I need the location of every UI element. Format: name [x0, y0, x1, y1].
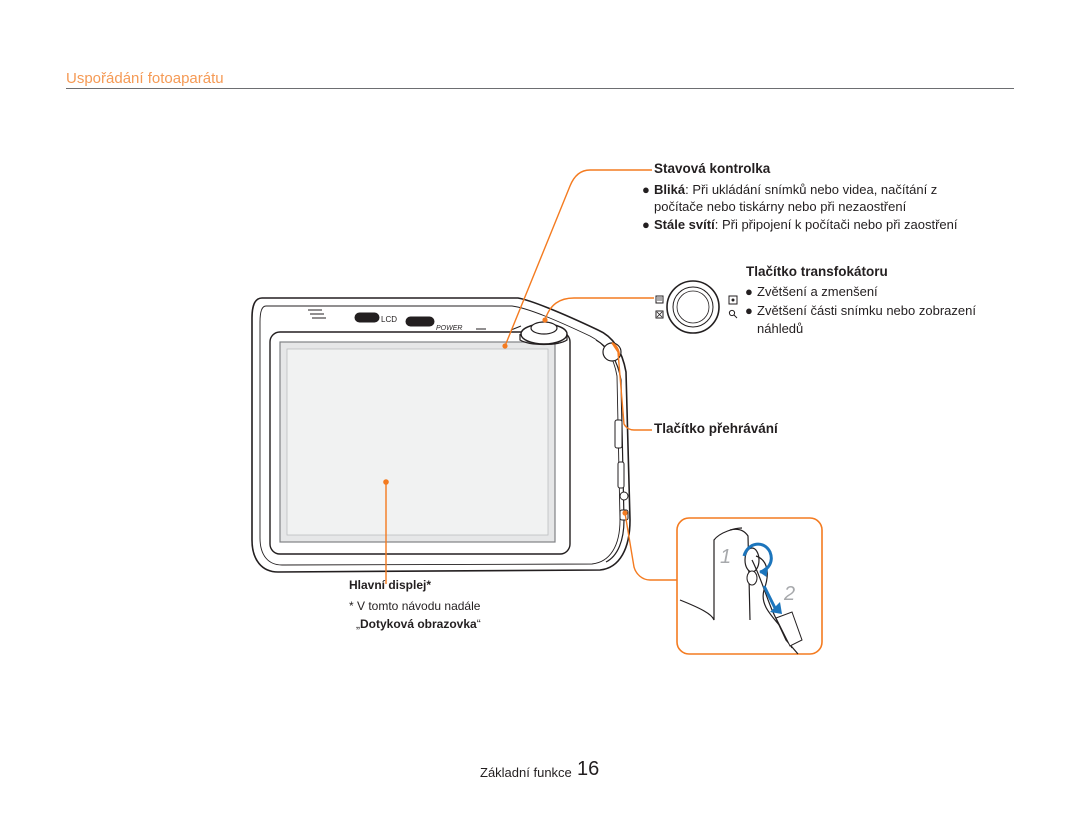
- status-lamp-item-blink-cont: počítače nebo tiskárny nebo při nezaostř…: [654, 199, 907, 214]
- zoom-item-2: ●Zvětšení části snímku nebo zobrazení: [745, 303, 976, 318]
- status-lamp-item-steady: ●Stále svítí: Při připojení k počítači n…: [642, 217, 958, 232]
- strap-step-1: 1: [720, 546, 731, 568]
- bullet-icon: ●: [745, 303, 753, 318]
- bullet-icon: ●: [642, 217, 650, 232]
- footer-section-label: Základní funkce: [480, 765, 572, 780]
- section-title: Uspořádání fotoaparátu: [66, 70, 224, 87]
- zoom-title: Tlačítko transfokátoru: [746, 264, 888, 279]
- power-label: POWER: [436, 325, 462, 332]
- leader-dots: [383, 317, 628, 516]
- display-note: * V tomto návodu nadále: [349, 599, 481, 613]
- display-title: Hlavní displej*: [349, 578, 432, 592]
- zoom-lever-detail: [655, 280, 738, 334]
- playback-title: Tlačítko přehrávání: [654, 421, 778, 436]
- strap-inset: [676, 517, 823, 655]
- status-lamp-item-blink: ●Bliká: Při ukládání snímků nebo videa, …: [642, 182, 938, 197]
- zoom-item-2-cont: náhledů: [757, 321, 804, 336]
- camera-body: [251, 297, 631, 573]
- zoom-item-1: ●Zvětšení a zmenšení: [745, 284, 878, 299]
- lcd-label: LCD: [381, 315, 397, 324]
- strap-step-2: 2: [783, 583, 795, 605]
- section-divider: [66, 88, 1014, 89]
- bullet-icon: ●: [745, 284, 753, 299]
- status-lamp-title: Stavová kontrolka: [654, 161, 771, 176]
- display-note-term: „Dotyková obrazovka“: [356, 617, 481, 631]
- bullet-icon: ●: [642, 182, 650, 197]
- leader-lines: [385, 169, 677, 584]
- page-number: 16: [577, 758, 600, 780]
